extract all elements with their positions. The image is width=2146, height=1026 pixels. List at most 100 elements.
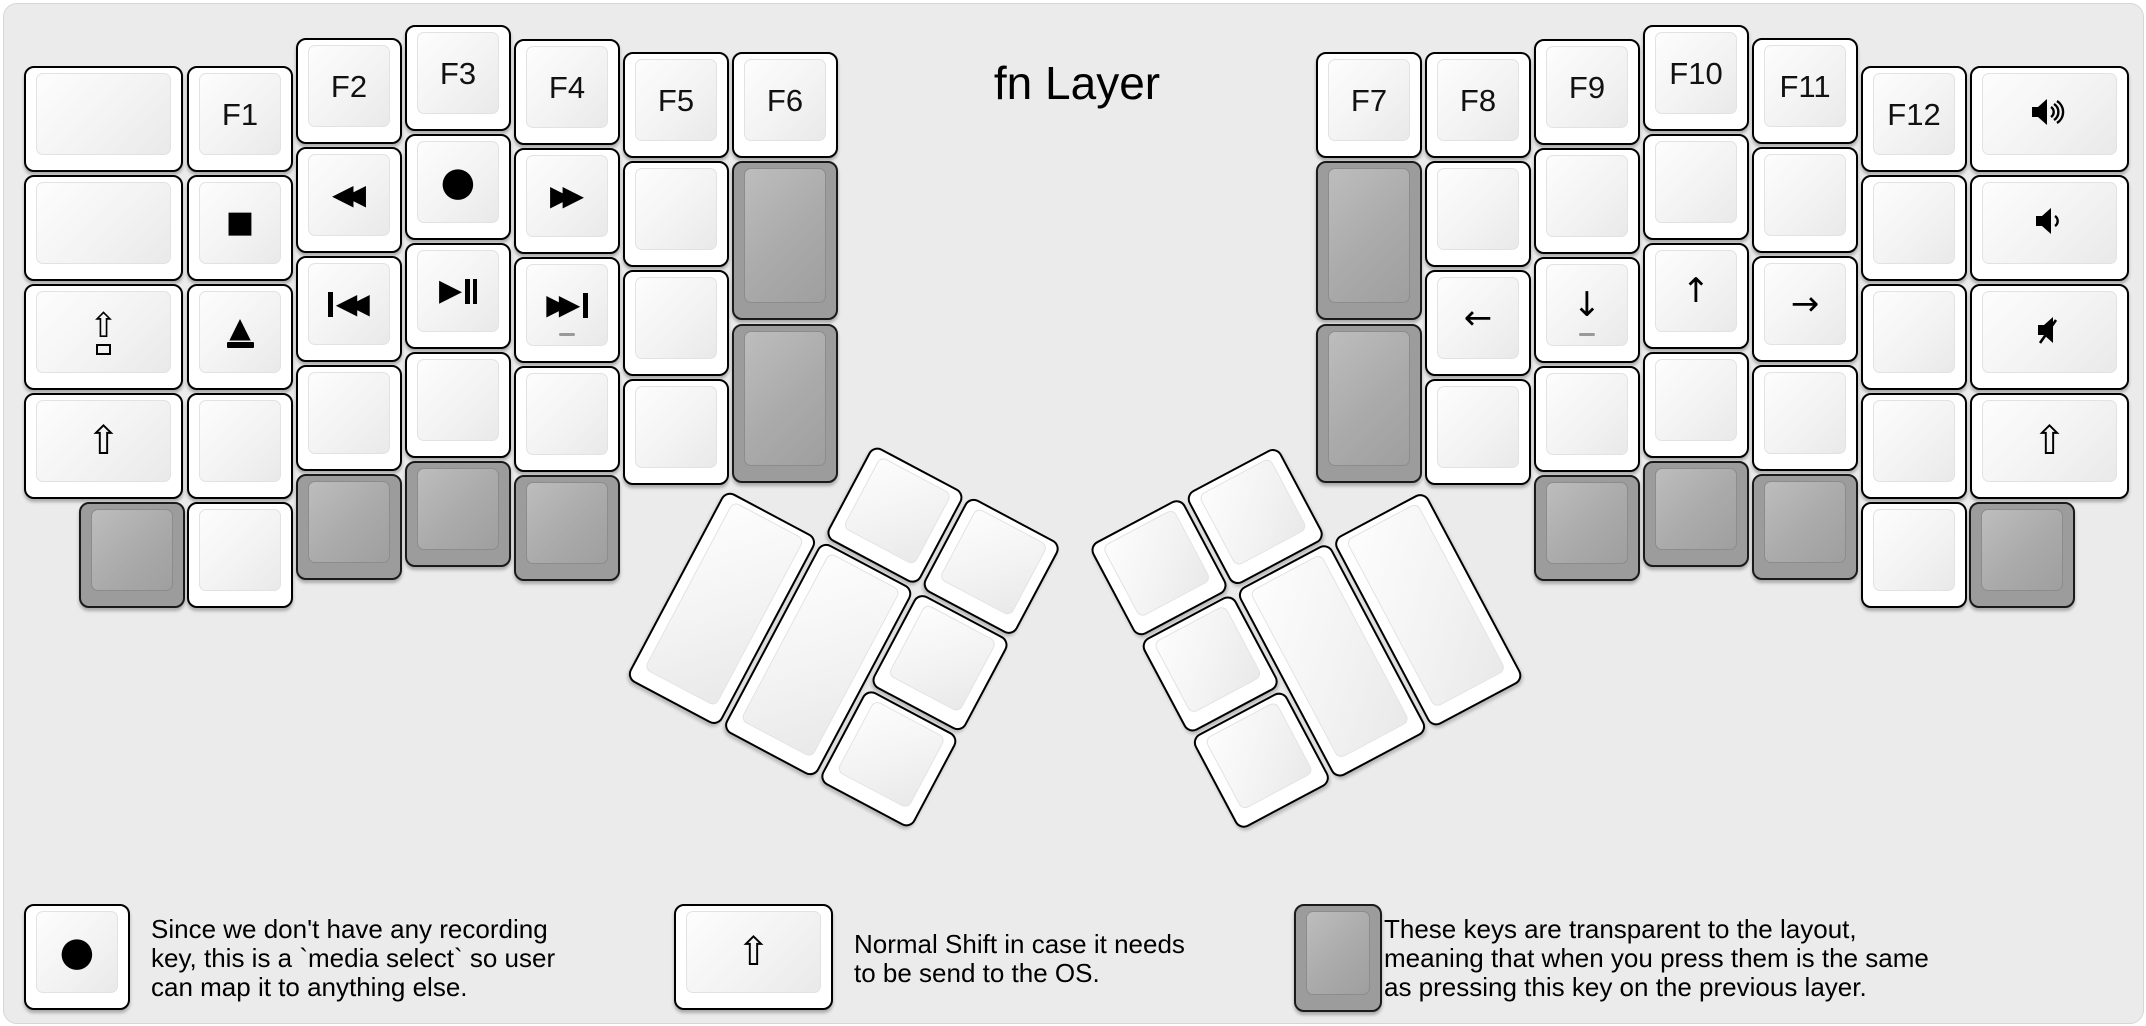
keytop: ⇧ [36, 400, 171, 482]
key-blank[interactable] [1752, 147, 1858, 253]
keytop [842, 455, 953, 566]
keytop [1764, 154, 1846, 236]
key-transparent[interactable] [1752, 474, 1858, 580]
key-caps-lock[interactable]: ⇧ [24, 284, 183, 390]
key-volume-up[interactable] [1970, 66, 2129, 172]
shift-icon: ⇧ [736, 929, 771, 975]
key-skip-back[interactable]: ◀◀ [296, 256, 402, 362]
key-blank[interactable] [1861, 393, 1967, 499]
keytop: ● [36, 911, 118, 993]
key-blank[interactable] [1861, 284, 1967, 390]
keytop [1437, 168, 1519, 250]
keytop [744, 331, 826, 466]
keytop: ◀◀ [308, 263, 390, 345]
key-transparent[interactable] [1643, 461, 1749, 567]
key-label: F6 [766, 82, 804, 118]
key-arrow-left[interactable]: ← [1425, 270, 1531, 376]
key-fast-forward[interactable]: ▶▶ [514, 148, 620, 254]
key-transparent[interactable] [79, 502, 185, 608]
keytop [1982, 182, 2117, 264]
key-f10[interactable]: F10 [1643, 25, 1749, 131]
key-blank[interactable] [1643, 134, 1749, 240]
key-blank[interactable] [1425, 379, 1531, 485]
record-icon: ● [440, 159, 476, 205]
key-blank[interactable] [1534, 148, 1640, 254]
key-record[interactable]: ● [405, 134, 511, 240]
key-blank[interactable] [623, 379, 729, 485]
key-transparent[interactable] [296, 474, 402, 580]
key-blank[interactable] [623, 270, 729, 376]
legend-line: Normal Shift in case it needs [854, 929, 1185, 959]
key-play-pause[interactable]: ▶ [405, 243, 511, 349]
key-volume-down[interactable] [1970, 175, 2129, 281]
key-label: F9 [1568, 69, 1606, 105]
keytop [1328, 168, 1410, 303]
keytop [1198, 457, 1308, 567]
key-skip-forward[interactable]: ▶▶ [514, 257, 620, 363]
key-transparent[interactable] [1316, 161, 1422, 320]
key-f7[interactable]: F7 [1316, 52, 1422, 158]
keytop: ◀◀ [308, 154, 390, 236]
keytop: ⇧ [686, 911, 821, 993]
key-blank[interactable] [296, 365, 402, 471]
key-blank[interactable] [1861, 502, 1967, 608]
key-label: F10 [1669, 55, 1723, 91]
key-transparent[interactable] [732, 161, 838, 320]
key-blank[interactable] [405, 352, 511, 458]
key-f1[interactable]: F1 [187, 66, 293, 172]
key-arrow-down[interactable]: ↓ [1534, 257, 1640, 363]
key-blank[interactable] [1861, 175, 1967, 281]
keytop [635, 386, 717, 468]
key-blank[interactable] [1643, 352, 1749, 458]
key-blank[interactable] [623, 161, 729, 267]
key-rewind[interactable]: ◀◀ [296, 147, 402, 253]
homing-dash [559, 333, 575, 336]
key-blank[interactable] [187, 502, 293, 608]
key-blank[interactable] [1752, 365, 1858, 471]
keytop: ▶▶ [526, 155, 608, 237]
shift-icon: ⇧ [2032, 418, 2067, 464]
key-blank[interactable] [24, 66, 183, 172]
key-f11[interactable]: F11 [1752, 38, 1858, 144]
keytop [199, 509, 281, 591]
keytop [526, 482, 608, 564]
key-f2[interactable]: F2 [296, 38, 402, 144]
key-f3[interactable]: F3 [405, 25, 511, 131]
key-stop[interactable]: ■ [187, 175, 293, 281]
keytop: ● [417, 141, 499, 223]
key-arrow-up[interactable]: ↑ [1643, 243, 1749, 349]
keytop [308, 481, 390, 563]
keytop [1437, 386, 1519, 468]
key-eject[interactable]: ▲ [187, 284, 293, 390]
key-shift: ⇧ [674, 904, 833, 1010]
key-transparent[interactable] [1316, 324, 1422, 483]
key-f12[interactable]: F12 [1861, 66, 1967, 172]
key-blank[interactable] [514, 366, 620, 472]
key-mute[interactable] [1970, 284, 2129, 390]
key-arrow-right[interactable]: → [1752, 256, 1858, 362]
skip-forward-icon: ▶▶ [546, 291, 588, 319]
key-f6[interactable]: F6 [732, 52, 838, 158]
key-shift[interactable]: ⇧ [24, 393, 183, 499]
key-f4[interactable]: F4 [514, 39, 620, 145]
legend-text-3: These keys are transparent to the layout… [1384, 915, 1929, 1002]
keytop: ▶▶ [526, 264, 608, 346]
key-transparent[interactable] [1534, 475, 1640, 581]
key-transparent[interactable] [732, 324, 838, 483]
key-blank[interactable] [1534, 366, 1640, 472]
key-transparent[interactable] [1969, 502, 2075, 608]
key-transparent[interactable] [514, 475, 620, 581]
volume-down-icon [2027, 205, 2073, 242]
key-blank[interactable] [1425, 161, 1531, 267]
key-f8[interactable]: F8 [1425, 52, 1531, 158]
key-label: F7 [1350, 82, 1388, 118]
key-blank[interactable] [187, 393, 293, 499]
keytop [1655, 359, 1737, 441]
key-transparent[interactable] [405, 461, 511, 567]
key-f5[interactable]: F5 [623, 52, 729, 158]
key-shift[interactable]: ⇧ [1970, 393, 2129, 499]
key-blank[interactable] [24, 175, 183, 281]
key-f9[interactable]: F9 [1534, 39, 1640, 145]
shift-icon: ⇧ [86, 418, 121, 464]
